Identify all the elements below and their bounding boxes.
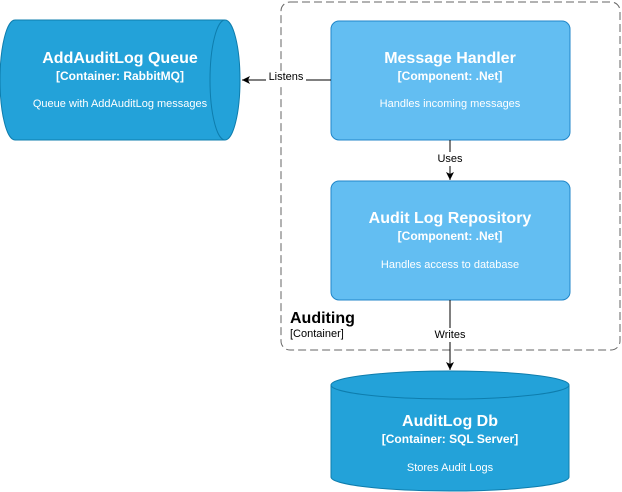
edge-uses[interactable]: Uses: [435, 140, 465, 180]
database-shape-rim: [330, 384, 570, 400]
edge-listens[interactable]: Listens: [242, 71, 331, 85]
boundary-frame: [280, 1, 621, 351]
queue-shape-rim: [209, 19, 226, 141]
edge-writes-label-bg: [432, 328, 468, 342]
database-node[interactable]: AuditLog Db [Container: SQL Server] Stor…: [330, 370, 570, 492]
database-description: Stores Audit Logs: [407, 462, 494, 474]
boundary-type: [Container]: [290, 328, 344, 340]
edge-listens-label-bg: [266, 71, 306, 85]
boundary-title: Auditing: [290, 310, 355, 327]
edge-uses-label-bg: [435, 152, 465, 166]
message-handler-title: Message Handler: [384, 50, 516, 67]
edge-writes[interactable]: Writes: [432, 300, 468, 370]
queue-type: [Container: RabbitMQ]: [56, 69, 184, 83]
message-handler-type: [Component: .Net]: [398, 69, 503, 83]
queue-title: AddAuditLog Queue: [42, 50, 198, 67]
repository-node[interactable]: Audit Log Repository [Component: .Net] H…: [330, 180, 571, 301]
queue-node[interactable]: AddAuditLog Queue [Container: RabbitMQ] …: [0, 19, 241, 141]
repository-type: [Component: .Net]: [398, 229, 503, 243]
edge-uses-label: Uses: [437, 153, 463, 165]
edge-listens-label: Listens: [269, 71, 304, 83]
queue-description: Queue with AddAuditLog messages: [33, 98, 208, 110]
database-shape: [330, 370, 570, 492]
message-handler-node[interactable]: Message Handler [Component: .Net] Handle…: [330, 20, 571, 141]
database-title: AuditLog Db: [402, 413, 498, 430]
database-type: [Container: SQL Server]: [382, 432, 518, 446]
edge-writes-label: Writes: [435, 329, 466, 341]
message-handler-description: Handles incoming messages: [380, 98, 521, 110]
auditing-boundary[interactable]: Auditing [Container]: [280, 1, 621, 351]
repository-description: Handles access to database: [381, 259, 519, 271]
repository-title: Audit Log Repository: [369, 210, 532, 227]
